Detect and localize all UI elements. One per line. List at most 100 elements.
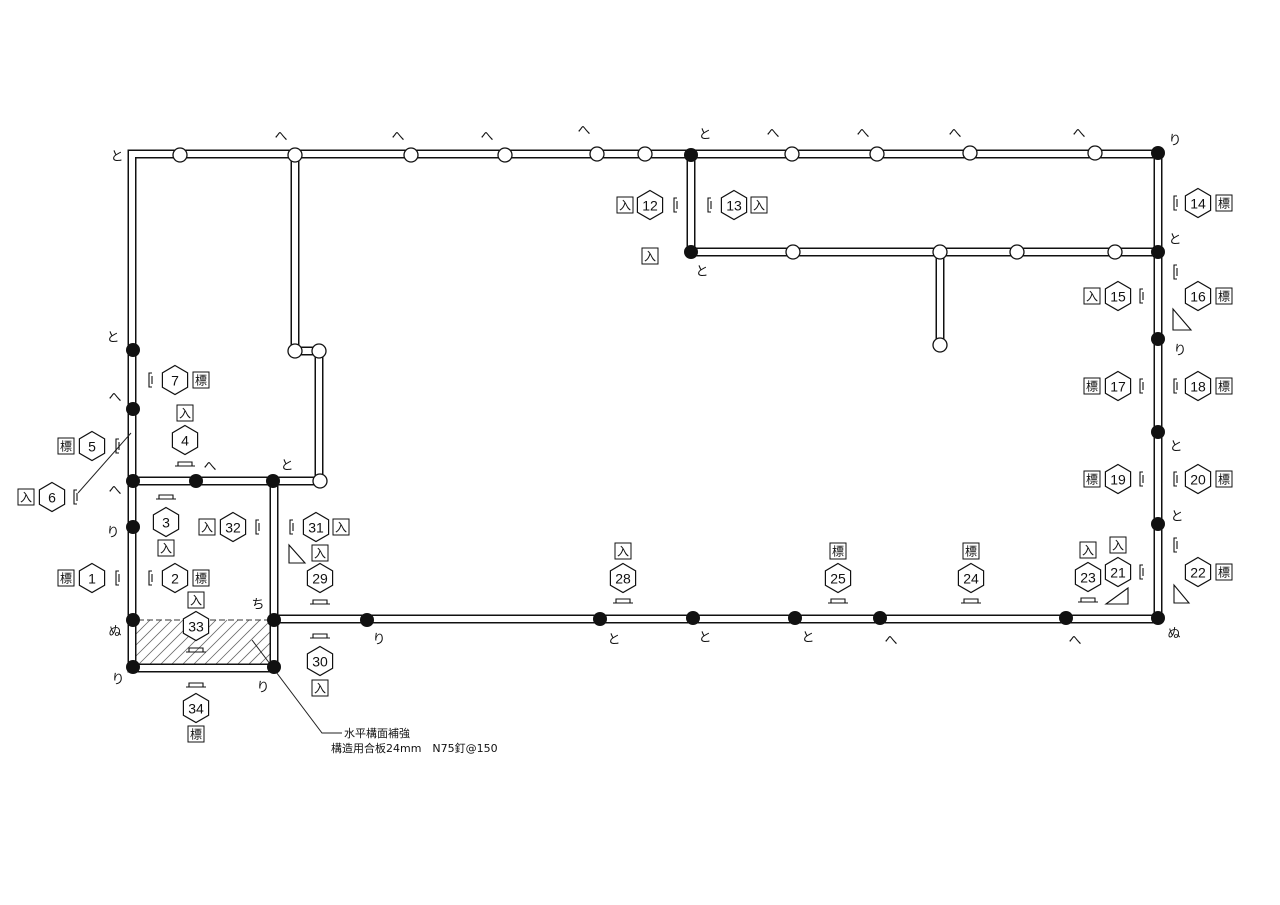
hexagon-frame: [1104, 556, 1132, 588]
tag-box-text: 標: [1218, 290, 1230, 304]
tag-box: 標: [1083, 377, 1101, 395]
tag-box: 入: [616, 196, 634, 214]
post-marker-solid: [126, 660, 140, 674]
hardware-label: 15入: [1083, 280, 1144, 312]
hexagon-frame: [1104, 463, 1132, 495]
post-marker-solid: [1151, 611, 1165, 625]
hardware-bracket-mark: [673, 197, 678, 213]
tag-box: 入: [332, 518, 350, 536]
tag-box: 入: [1109, 536, 1127, 554]
post-marker-open: [172, 147, 188, 163]
grid-mark-label: へ: [1068, 634, 1081, 649]
hexagon-number: 12: [642, 198, 658, 214]
hexagon-frame: [152, 506, 180, 538]
grid-mark-label: へ: [856, 127, 869, 142]
post-marker-open: [589, 146, 605, 162]
tag-box-text: 標: [195, 374, 207, 388]
hatch-line: [222, 619, 272, 669]
post-marker-solid: [684, 245, 698, 259]
hatch-line: [211, 619, 261, 669]
hardware-label: 30入: [306, 633, 334, 697]
hexagon-number: 14: [1190, 196, 1206, 212]
hardware-label: 6入: [17, 481, 78, 513]
note-spec: 構造用合板24mm N75釘@150: [331, 741, 498, 755]
hexagon-frame: [720, 189, 748, 221]
post-marker-solid: [126, 402, 140, 416]
tag-box-frame: [1083, 470, 1101, 488]
hardware-label: 1標: [57, 562, 120, 594]
hardware-label: 32入: [198, 511, 260, 543]
tag-box-frame: [57, 569, 75, 587]
tag-box-frame: [1215, 287, 1233, 305]
hardware-bracket-mark: [1173, 264, 1178, 280]
tag-box: 標: [962, 542, 980, 560]
tag-box-text: 入: [314, 682, 326, 696]
tag-box-text: 入: [617, 545, 629, 559]
hardware-bracket-mark: [175, 461, 195, 467]
grid-mark-label: と: [1168, 233, 1181, 248]
grid-mark-label: り: [1173, 344, 1186, 359]
tag-box: 標: [192, 371, 210, 389]
hardware-bracket-mark: [1173, 195, 1178, 211]
tag-box-text: 標: [60, 440, 72, 454]
tag-box-text: 入: [190, 594, 202, 608]
post-marker-open: [1009, 244, 1025, 260]
post-marker-solid: [873, 611, 887, 625]
hexagon-frame: [1184, 370, 1212, 402]
tag-box-text: 入: [160, 542, 172, 556]
tag-box: 入: [1079, 541, 1097, 559]
hexagon-frame: [1184, 463, 1212, 495]
tag-box-text: 標: [1218, 566, 1230, 580]
post-marker-solid: [593, 612, 607, 626]
hexagon-number: 13: [726, 198, 742, 214]
tag-box: 標: [1083, 470, 1101, 488]
hardware-bracket-mark: [1139, 471, 1144, 487]
post-marker-solid: [189, 474, 203, 488]
tag-box: 入: [157, 539, 175, 557]
hardware-bracket-mark: [73, 489, 78, 505]
tag-box-frame: [616, 196, 634, 214]
hexagon-frame: [302, 511, 330, 543]
hardware-bracket-mark: [1139, 288, 1144, 304]
triangle-mark: [1104, 586, 1129, 605]
hardware-label: 4入: [171, 404, 199, 467]
hatch-line: [134, 619, 184, 669]
tag-box: 標: [1215, 194, 1233, 212]
hardware-label: 5標: [57, 430, 120, 462]
grid-mark-label: り: [106, 526, 119, 541]
hexagon-frame: [957, 562, 985, 594]
hardware-label: 17標: [1083, 370, 1144, 402]
post-marker-open: [785, 244, 801, 260]
hexagon-number: 1: [88, 571, 96, 587]
post-marker-solid: [1151, 245, 1165, 259]
hardware-bracket-mark: [156, 494, 176, 500]
tag-box-text: 入: [1112, 539, 1124, 553]
post-marker-solid: [1151, 425, 1165, 439]
tag-box-frame: [157, 539, 175, 557]
grid-mark-label: り: [111, 673, 124, 688]
post-marker-open: [1087, 145, 1103, 161]
grid-mark-label: と: [110, 150, 123, 165]
tag-box: 標: [57, 437, 75, 455]
grid-mark-label: へ: [391, 130, 404, 145]
grid-mark-label: ぬ: [108, 625, 121, 640]
hexagon-frame: [1184, 556, 1212, 588]
hexagon-number: 25: [830, 571, 846, 587]
hexagon-number: 18: [1190, 379, 1206, 395]
tag-box-text: 入: [314, 547, 326, 561]
grid-mark-label: へ: [480, 130, 493, 145]
tag-box-frame: [641, 247, 659, 265]
post-marker-solid: [126, 613, 140, 627]
hexagon-number: 29: [312, 571, 328, 587]
hardware-bracket-mark: [1173, 537, 1178, 553]
wall-outlines: [127, 149, 1163, 673]
grid-mark-label: と: [801, 631, 814, 646]
tag-box-text: 入: [644, 250, 656, 264]
hardware-bracket-mark: [148, 372, 153, 388]
tag-box: 入: [187, 591, 205, 609]
tag-box-frame: [198, 518, 216, 536]
hardware-label: 19標: [1083, 463, 1144, 495]
